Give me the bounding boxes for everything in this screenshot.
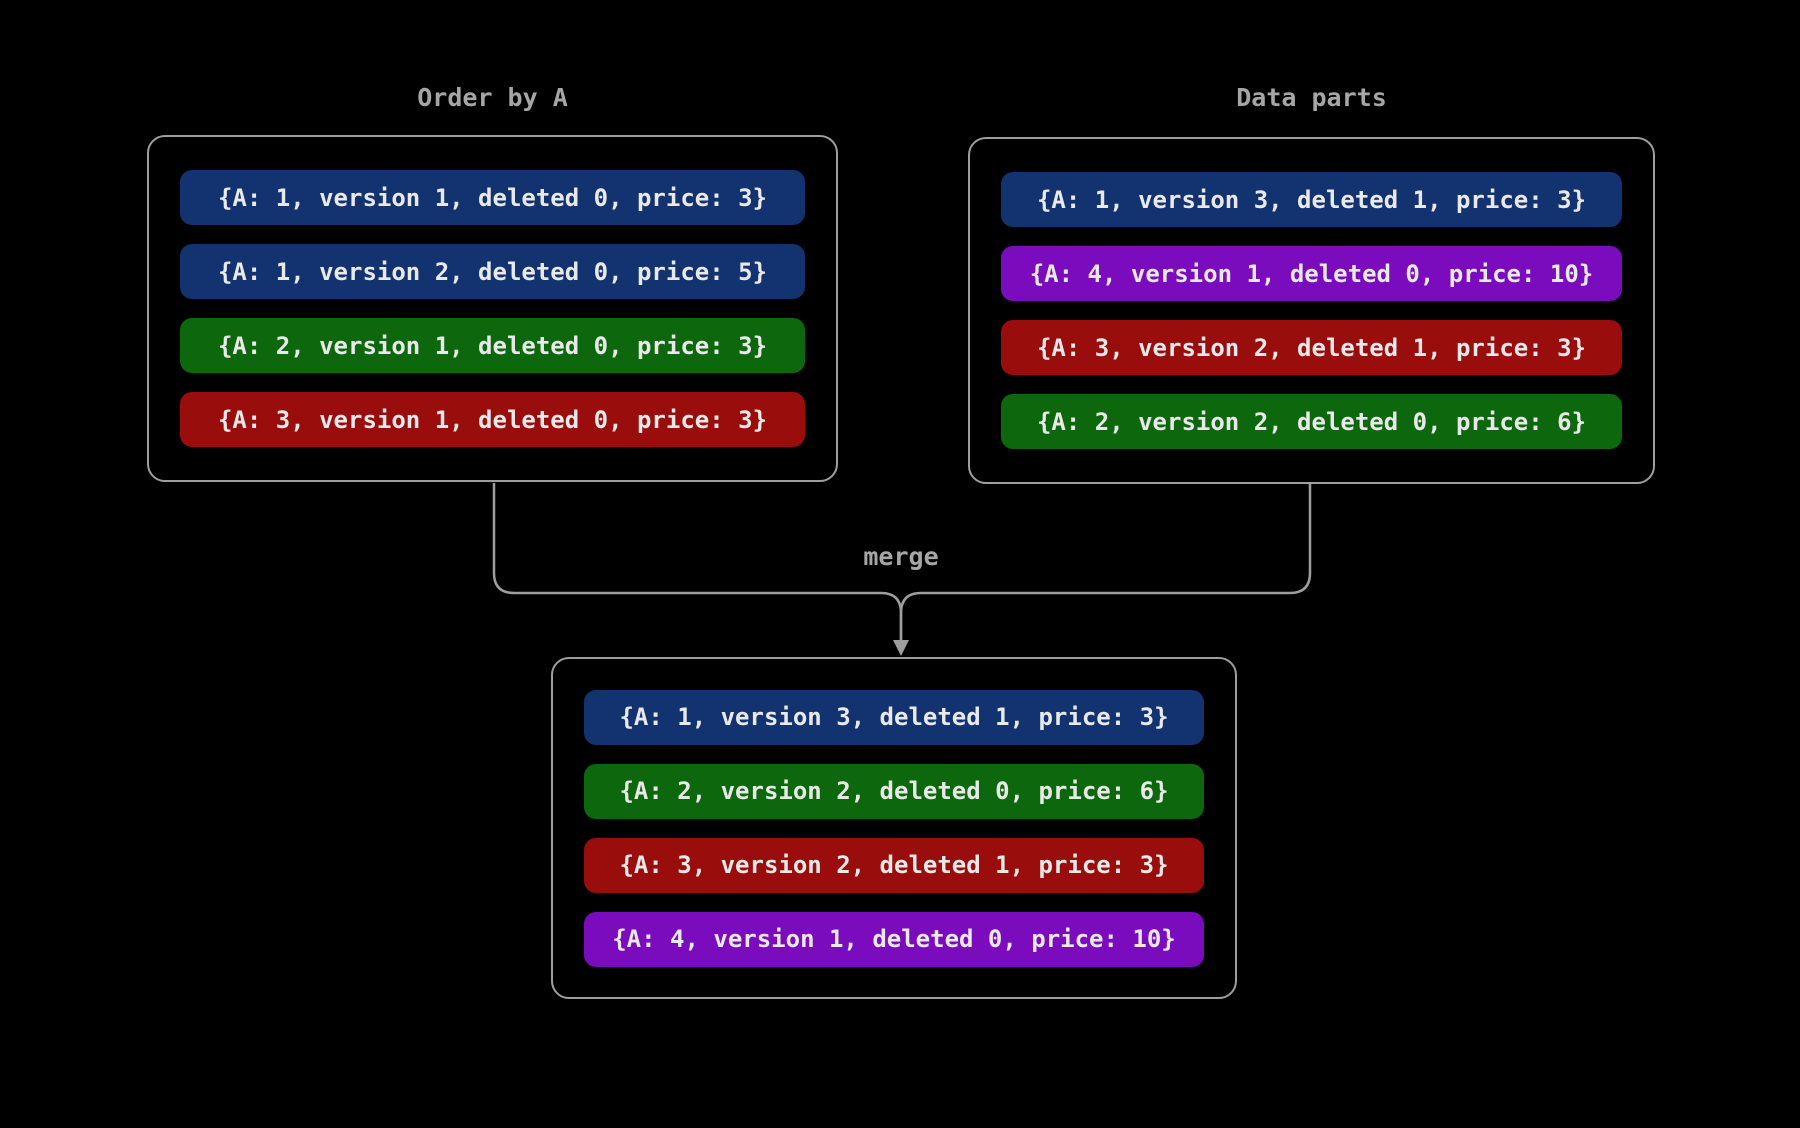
right-panel-title: Data parts — [1236, 83, 1387, 112]
data-row: {A: 1, version 1, deleted 0, price: 3} — [180, 170, 805, 225]
data-parts-panel: {A: 1, version 3, deleted 1, price: 3} {… — [968, 137, 1655, 484]
data-row: {A: 3, version 2, deleted 1, price: 3} — [1001, 320, 1622, 375]
data-row: {A: 4, version 1, deleted 0, price: 10} — [584, 911, 1204, 967]
data-row: {A: 3, version 2, deleted 1, price: 3} — [584, 837, 1204, 893]
data-row: {A: 2, version 2, deleted 0, price: 6} — [584, 763, 1204, 819]
right-connector-line — [899, 483, 1312, 642]
arrow-down-icon — [893, 640, 909, 656]
data-row: {A: 2, version 2, deleted 0, price: 6} — [1001, 394, 1622, 449]
data-row: {A: 2, version 1, deleted 0, price: 3} — [180, 318, 805, 373]
left-panel-title: Order by A — [417, 83, 568, 112]
merged-result-panel: {A: 1, version 3, deleted 1, price: 3} {… — [551, 657, 1237, 999]
data-row: {A: 1, version 3, deleted 1, price: 3} — [584, 689, 1204, 745]
order-by-a-panel: {A: 1, version 1, deleted 0, price: 3} {… — [147, 135, 838, 482]
data-row: {A: 1, version 2, deleted 0, price: 5} — [180, 244, 805, 299]
left-connector-line — [492, 483, 903, 642]
data-row: {A: 3, version 1, deleted 0, price: 3} — [180, 392, 805, 447]
data-row: {A: 1, version 3, deleted 1, price: 3} — [1001, 172, 1622, 227]
merge-label: merge — [863, 542, 939, 571]
data-row: {A: 4, version 1, deleted 0, price: 10} — [1001, 246, 1622, 301]
